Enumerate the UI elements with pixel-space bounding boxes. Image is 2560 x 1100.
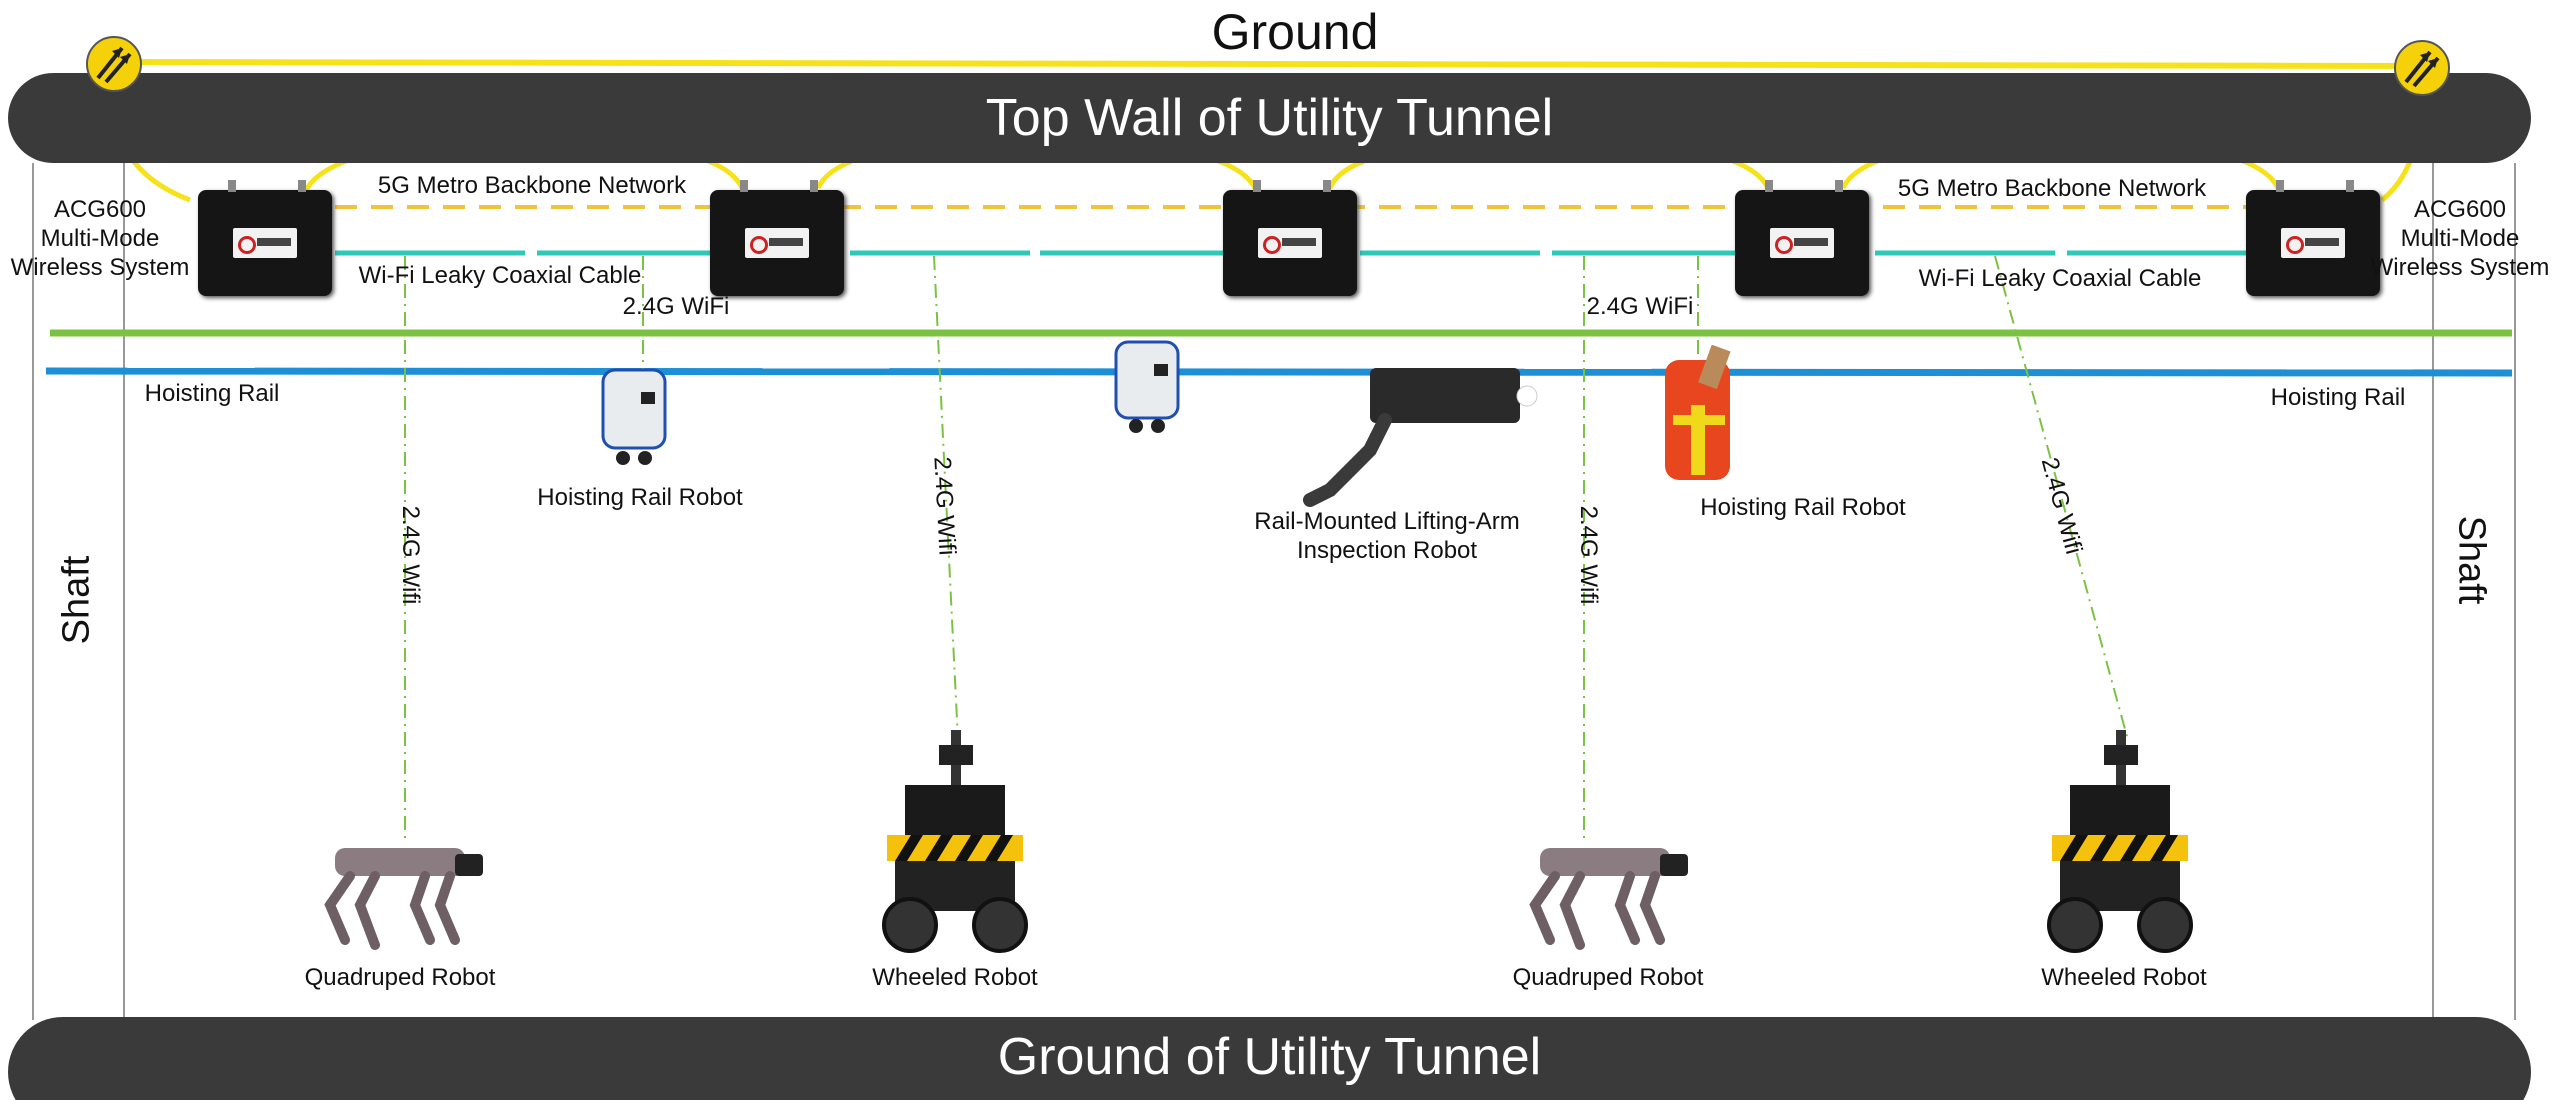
antenna-icon xyxy=(2394,40,2450,96)
device-logo xyxy=(745,228,809,258)
acg600-device xyxy=(198,180,332,296)
wifi-link-label: 2.4G Wifi xyxy=(928,455,961,556)
wifi-label: 2.4G WiFi xyxy=(622,293,730,320)
wheeled-robot-image xyxy=(882,730,1028,953)
robot-label: Quadruped Robot xyxy=(304,964,496,991)
wifi-label: 2.4G WiFi xyxy=(1586,293,1694,320)
device-logo xyxy=(1258,228,1322,258)
ground-title: Ground xyxy=(1211,4,1379,60)
top-wall-label: Top Wall of Utility Tunnel xyxy=(985,89,1554,147)
device-logo xyxy=(2281,228,2345,258)
wifi-link-label: 2.4G Wifi xyxy=(1575,505,1602,605)
device-logo xyxy=(1770,228,1834,258)
robot-label: Wheeled Robot xyxy=(2041,964,2207,991)
backbone-label: 5G Metro Backbone Network xyxy=(1897,175,2207,202)
antenna-icon xyxy=(86,36,142,92)
tunnel-ground: Ground of Utility Tunnel xyxy=(8,1017,2531,1100)
robot-label: Quadruped Robot xyxy=(1512,964,1704,991)
wifi-links xyxy=(404,255,2129,840)
robot-label: Hoisting Rail Robot xyxy=(537,484,743,511)
hoisting-rail-robot-image xyxy=(601,368,667,465)
backbone-label: 5G Metro Backbone Network xyxy=(377,172,687,199)
ground-fiber-line xyxy=(113,59,2423,69)
system-label-line: Multi-Mode xyxy=(40,224,160,252)
robot-label: Wheeled Robot xyxy=(872,964,1038,991)
wheeled-robot-image xyxy=(2047,730,2193,953)
acg600-device xyxy=(1223,180,1357,296)
system-label-line: Wireless System xyxy=(2370,253,2550,281)
system-label-line: ACG600 xyxy=(53,196,147,223)
leaky-cable-label: Wi-Fi Leaky Coaxial Cable xyxy=(358,262,642,289)
leaky-cable-label: Wi-Fi Leaky Coaxial Cable xyxy=(1918,265,2202,292)
system-label-line: ACG600 xyxy=(2413,196,2507,223)
acg600-device xyxy=(2246,180,2380,296)
quadruped-robot-image xyxy=(1529,848,1688,950)
hoisting-rail-robot-image xyxy=(1114,340,1180,433)
system-label-right: ACG600 Multi-Mode Wireless System xyxy=(2371,196,2550,282)
shaft-label-left: Shaft xyxy=(55,555,98,645)
hoisting-rail-line xyxy=(45,367,2513,377)
system-label-line: Multi-Mode xyxy=(2400,224,2520,252)
system-label-line: Wireless System xyxy=(10,253,190,281)
system-label-left: ACG600 Multi-Mode Wireless System xyxy=(11,196,190,282)
acg600-device xyxy=(1735,180,1869,296)
acg600-device xyxy=(710,180,844,296)
device-logo xyxy=(233,228,297,258)
hoisting-rail-label: Hoisting Rail xyxy=(144,380,280,407)
tunnel-ground-label: Ground of Utility Tunnel xyxy=(997,1028,1542,1086)
shaft-label-right: Shaft xyxy=(2450,515,2493,605)
robot-label-line: Inspection Robot xyxy=(1296,536,1478,564)
robot-label-line: Rail-Mounted Lifting-Arm xyxy=(1254,508,1520,535)
quadruped-robot-image xyxy=(324,848,483,950)
top-wall: Top Wall of Utility Tunnel xyxy=(8,73,2531,163)
wifi-link-label: 2.4G Wifi xyxy=(397,505,424,605)
lifting-arm-robot-image xyxy=(1303,368,1538,507)
hoisting-rail-label: Hoisting Rail xyxy=(2270,384,2406,411)
robot-label: Rail-Mounted Lifting-Arm Inspection Robo… xyxy=(1254,508,1519,566)
robot-label: Hoisting Rail Robot xyxy=(1700,494,1906,521)
hoisting-rail-robot-image xyxy=(1665,345,1731,480)
